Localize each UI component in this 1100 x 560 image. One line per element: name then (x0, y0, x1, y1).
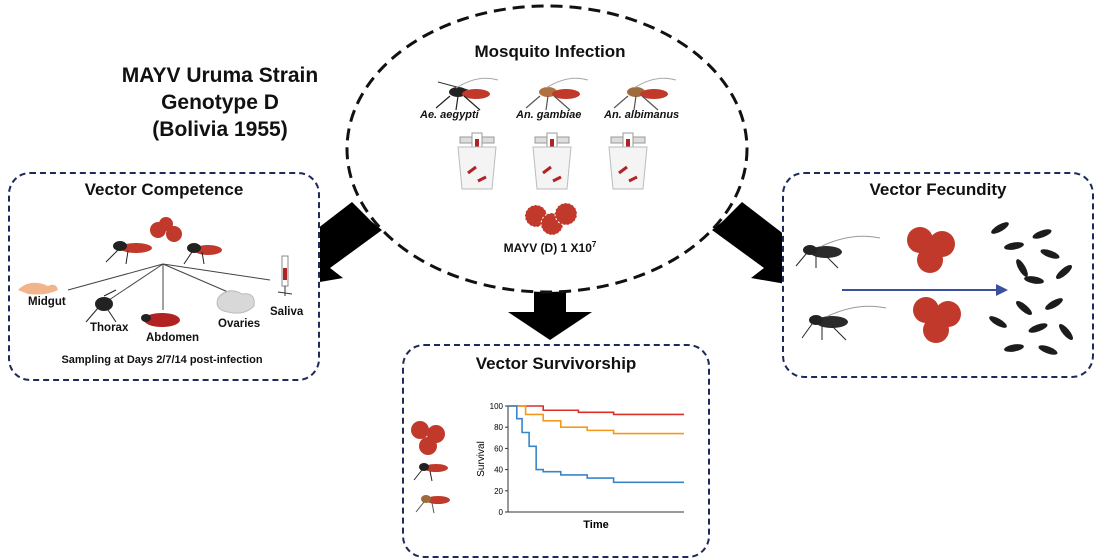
thorax-icon (85, 289, 117, 323)
ovaries-icon (216, 290, 255, 314)
survivorship-icons (411, 421, 450, 514)
y-tick-label: 80 (494, 423, 503, 432)
strain-origin: (Bolivia 1955) (152, 118, 288, 141)
mosquito-icon (435, 77, 499, 111)
dose-text: MAYV (D) 1 X10 (503, 241, 592, 255)
y-tick-label: 100 (490, 402, 504, 411)
competence-tree (18, 217, 293, 327)
survivorship-title: Vector Survivorship (475, 354, 637, 373)
virus-icon (907, 227, 955, 273)
dose-exponent: 7 (591, 240, 597, 249)
strain-name: MAYV Uruma Strain (121, 64, 319, 87)
mosquito-icon (415, 495, 450, 514)
mosquito-icon (525, 77, 589, 111)
survival-curve-3 (508, 405, 684, 484)
tissue-thorax: Thorax (90, 322, 129, 334)
strain-heading: MAYV Uruma Strain Genotype D (Bolivia 19… (80, 62, 360, 143)
feeder-cup-icon (457, 132, 497, 190)
arrow-down (508, 290, 592, 340)
saliva-icon (277, 255, 293, 296)
fecundity-title: Vector Fecundity (869, 180, 1007, 199)
y-tick-label: 40 (494, 466, 503, 475)
y-tick-label: 20 (494, 487, 503, 496)
fecundity-panel: Vector Fecundity (782, 172, 1094, 378)
fecundity-illustration (795, 222, 1073, 355)
survivorship-panel: Vector Survivorship (402, 344, 710, 558)
sampling-note: Sampling at Days 2/7/14 post-infection (61, 354, 263, 366)
abdomen-icon (141, 313, 180, 327)
survival-curve-2 (508, 405, 684, 435)
strain-genotype: Genotype D (161, 91, 279, 114)
virus-icon (524, 202, 578, 236)
species-gambiae: An. gambiae (516, 109, 582, 121)
tissue-abdomen: Abdomen (146, 332, 200, 344)
dose-label: MAYV (D) 1 X107 (470, 240, 630, 255)
y-axis-label: Survival (476, 441, 487, 477)
eggs-icon (989, 222, 1073, 355)
feeder-cup-icon (532, 132, 572, 190)
mosquito-icon (413, 463, 448, 482)
competence-panel: Vector Competence (8, 172, 320, 381)
infection-title: Mosquito Infection (474, 42, 626, 61)
competence-title: Vector Competence (84, 180, 244, 199)
virus-icon (913, 297, 961, 343)
mosquito-icon (613, 77, 677, 111)
tissue-midgut: Midgut (28, 296, 66, 308)
tissue-ovaries: Ovaries (218, 318, 261, 330)
y-tick-label: 60 (494, 444, 503, 453)
midgut-icon (18, 282, 58, 295)
x-axis-label: Time (583, 519, 608, 531)
survival-curve-1 (508, 405, 684, 416)
species-aegypti: Ae. aegypti (420, 109, 479, 121)
feeder-cup-icon (608, 132, 648, 190)
species-albimanus: An. albimanus (604, 109, 680, 121)
virus-icon (411, 421, 445, 455)
tissue-saliva: Saliva (270, 306, 304, 318)
virus-icon (150, 217, 182, 242)
y-tick-label: 0 (499, 508, 504, 517)
